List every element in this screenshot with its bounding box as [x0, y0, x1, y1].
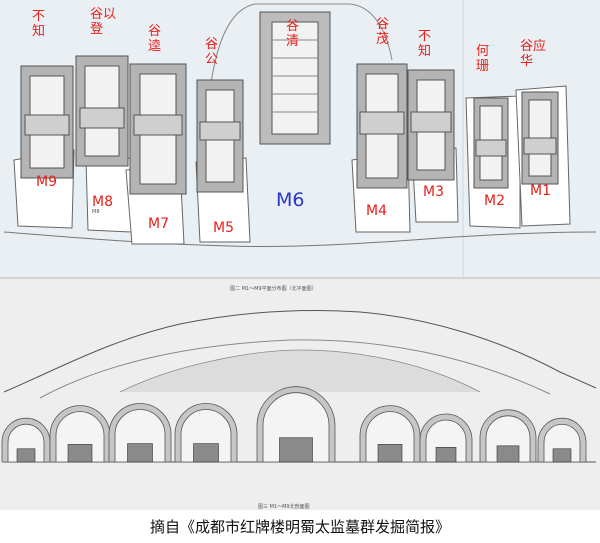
tomb-plan-m2	[465, 95, 521, 229]
tomb-section-m8	[49, 405, 111, 463]
tomb-plan-m7	[125, 63, 187, 245]
name-line: 公	[205, 52, 218, 67]
tomb-label-m8: M8	[92, 194, 113, 210]
plan-caption: 图二 M1～M9平面分布图（北平面图）	[230, 285, 317, 292]
name-line: 知	[32, 23, 45, 39]
m8-small-label: M8	[92, 209, 100, 215]
plan-view: M8 图二 M1～M9平面分布图（北平面图） M9 M8 M7 M5 M6 M4…	[3, 3, 597, 292]
tomb-plan-m8	[75, 55, 133, 233]
tomb-label-m2: M2	[484, 193, 505, 209]
tomb-label-m9: M9	[36, 174, 57, 190]
name-line: 何	[476, 43, 489, 59]
tomb-label-m7: M7	[148, 216, 169, 232]
name-label-m4: 谷茂	[376, 17, 389, 47]
tomb-label-m5: M5	[213, 220, 234, 236]
name-line: 茂	[376, 32, 389, 47]
name-label-m8: 谷以登	[90, 7, 116, 37]
name-line: 谷	[376, 17, 389, 32]
tomb-section-m5	[174, 403, 238, 463]
tomb-plan-m1	[515, 85, 571, 227]
name-line: 登	[90, 22, 103, 37]
name-label-m6: 谷清	[286, 19, 299, 49]
name-label-m2: 何珊	[476, 43, 489, 74]
tomb-section-m3	[419, 413, 473, 463]
name-line: 知	[418, 43, 431, 59]
source-caption: 摘自《成都市红牌楼明蜀太监墓群发掘简报》	[150, 518, 450, 536]
name-label-m5: 谷公	[205, 37, 218, 67]
name-line: 珊	[476, 59, 489, 74]
tomb-plan-m5	[195, 79, 251, 243]
tomb-plan-m6	[259, 11, 331, 145]
name-label-m3: 不知	[418, 29, 431, 59]
name-line: 华	[520, 54, 533, 69]
name-line: 不	[418, 29, 431, 44]
name-line: 谷	[148, 24, 161, 39]
name-line: 谷	[205, 37, 218, 52]
tomb-section-m2	[479, 409, 537, 463]
tomb-label-m3: M3	[423, 184, 444, 200]
tomb-label-m1: M1	[530, 183, 551, 199]
tomb-section-m1	[537, 417, 587, 463]
tomb-plan-m4	[351, 63, 411, 233]
tomb-section-m4	[359, 405, 421, 463]
name-line: 逵	[148, 39, 161, 54]
tomb-plan-m3	[407, 69, 459, 223]
name-label-m7: 谷逵	[148, 24, 161, 54]
tomb-section-m6	[256, 386, 336, 463]
section-caption: 图三 M1～M9北剖面图	[258, 503, 310, 510]
tomb-plan-m9	[13, 65, 75, 229]
tomb-section-m7	[108, 403, 172, 463]
name-line: 谷	[286, 19, 299, 34]
name-line: 谷以	[90, 7, 116, 22]
tomb-label-m4: M4	[366, 203, 387, 219]
name-label-m9: 不知	[32, 9, 45, 39]
name-line: 谷应	[520, 38, 546, 54]
tomb-label-m6: M6	[276, 189, 304, 211]
section-view: 图三 M1～M9北剖面图	[1, 310, 597, 510]
name-line: 清	[286, 34, 299, 49]
caption-band	[0, 510, 600, 543]
tomb-section-m9	[1, 417, 51, 463]
name-label-m1: 谷应华	[520, 38, 546, 69]
name-line: 不	[32, 9, 45, 24]
